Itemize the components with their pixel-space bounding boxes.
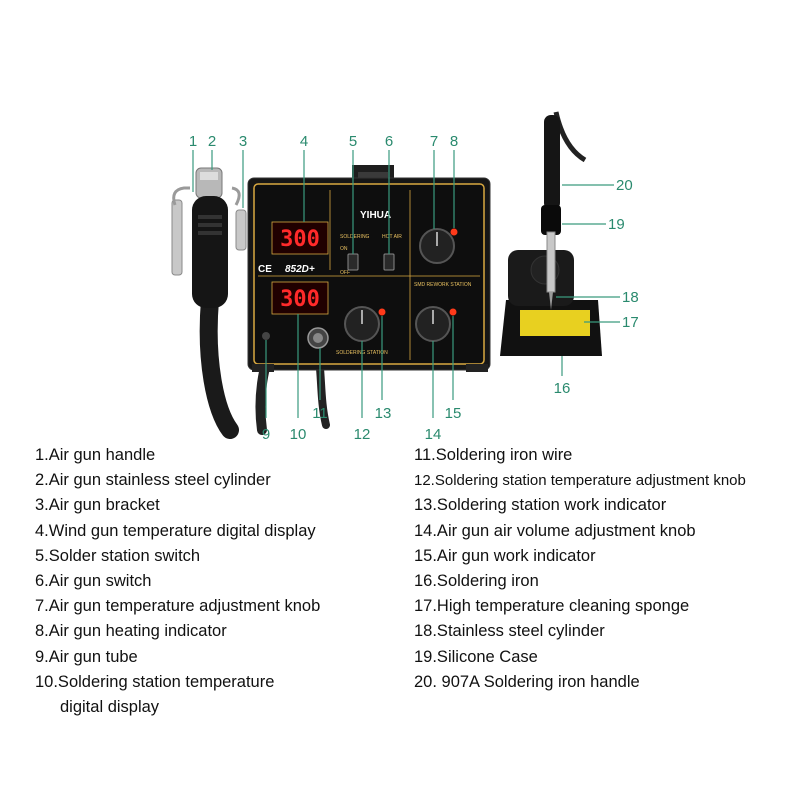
legend-item: 12.Soldering station temperature adjustm… (414, 472, 746, 490)
legend-item: 5.Solder station switch (35, 546, 201, 565)
callout-3: 3 (239, 133, 247, 150)
callout-11: 11 (312, 405, 328, 422)
brand-label: YIHUA (360, 210, 391, 221)
air-gun-handle (192, 196, 228, 308)
hot-air-switch-label: HOT AIR (382, 234, 402, 240)
legend-right: 11.Soldering iron wire 12.Soldering stat… (414, 443, 746, 695)
air-gun (192, 167, 228, 308)
callout-4: 4 (300, 133, 308, 150)
air-gun-heating-indicator (450, 228, 458, 236)
soldering-iron (541, 111, 587, 310)
legend-item: 14.Air gun air volume adjustment knob (414, 521, 696, 540)
callout-17: 17 (622, 314, 639, 331)
legend-item-continuation: digital display (60, 698, 160, 717)
legend-item: 2.Air gun stainless steel cylinder (35, 471, 271, 490)
air-gun-bracket (171, 186, 247, 276)
ce-mark: CE (258, 264, 272, 275)
legend-item: 1.Air gun handle (35, 446, 156, 464)
soldering-iron-stand (500, 250, 602, 356)
legend-item: 20. 907A Soldering iron handle (414, 672, 640, 691)
legend-item: 7.Air gun temperature adjustment knob (35, 597, 321, 616)
soldering-work-indicator (378, 308, 386, 316)
air-gun-tube (199, 291, 239, 439)
legend-item: 19.Silicone Case (414, 647, 538, 666)
legend-item: 17.High temperature cleaning sponge (414, 597, 690, 616)
callout-13: 13 (375, 405, 392, 422)
legend-item: 13.Soldering station work indicator (414, 496, 667, 515)
air-gun-work-indicator (449, 308, 457, 316)
callout-19: 19 (608, 216, 625, 233)
callout-9: 9 (262, 426, 270, 440)
callout-18: 18 (622, 289, 639, 306)
soldering-temp-display: 300 (280, 287, 320, 312)
switch-on-label: ON (340, 246, 348, 252)
iron-cylinder (546, 231, 556, 293)
legend-item-text: 10.Soldering station temperature (35, 672, 275, 691)
callout-2: 2 (208, 133, 216, 150)
legend-item: 18.Stainless steel cylinder (414, 622, 605, 641)
callouts: 1 2 3 4 5 6 7 8 9 10 11 12 13 14 15 16 1… (189, 133, 639, 440)
legend-item: 4.Wind gun temperature digital display (35, 521, 316, 540)
callout-8: 8 (450, 133, 458, 150)
callout-7: 7 (430, 133, 438, 150)
legend-item: 8.Air gun heating indicator (35, 622, 227, 641)
legend-item: 16.Soldering iron (414, 572, 539, 591)
callout-1: 1 (189, 133, 197, 150)
callout-10: 10 (290, 426, 307, 440)
legend-item: 3.Air gun bracket (35, 496, 160, 515)
callout-16: 16 (554, 380, 571, 397)
solder-station-switch[interactable] (347, 253, 359, 271)
callout-5: 5 (349, 133, 357, 150)
legend-item: 15.Air gun work indicator (414, 546, 596, 565)
callout-6: 6 (385, 133, 393, 150)
legend-item: 6.Air gun switch (35, 572, 152, 591)
legend-item: 11.Soldering iron wire (414, 446, 573, 464)
silicone-case (541, 205, 561, 235)
legend-item: 10.Soldering station temperature digital… (35, 670, 320, 720)
callout-12: 12 (354, 426, 371, 440)
product-diagram: 300 300 YIHUA 852D+ CE SOLDERING HOT AIR… (171, 111, 639, 440)
smd-station-label: SMD REWORK STATION (414, 282, 472, 288)
switch-off-label: OFF (340, 270, 350, 276)
iron-handle (544, 115, 560, 210)
legend-left: 1.Air gun handle 2.Air gun stainless ste… (35, 443, 320, 720)
callout-15: 15 (445, 405, 462, 422)
callout-20: 20 (616, 177, 633, 194)
soldering-switch-label: SOLDERING (340, 234, 370, 240)
air-gun-temp-display: 300 (280, 227, 320, 252)
air-gun-switch[interactable] (383, 253, 395, 271)
callout-14: 14 (425, 426, 442, 440)
cleaning-sponge (520, 310, 590, 336)
legend-item: 9.Air gun tube (35, 647, 138, 666)
model-label: 852D+ (285, 264, 315, 275)
